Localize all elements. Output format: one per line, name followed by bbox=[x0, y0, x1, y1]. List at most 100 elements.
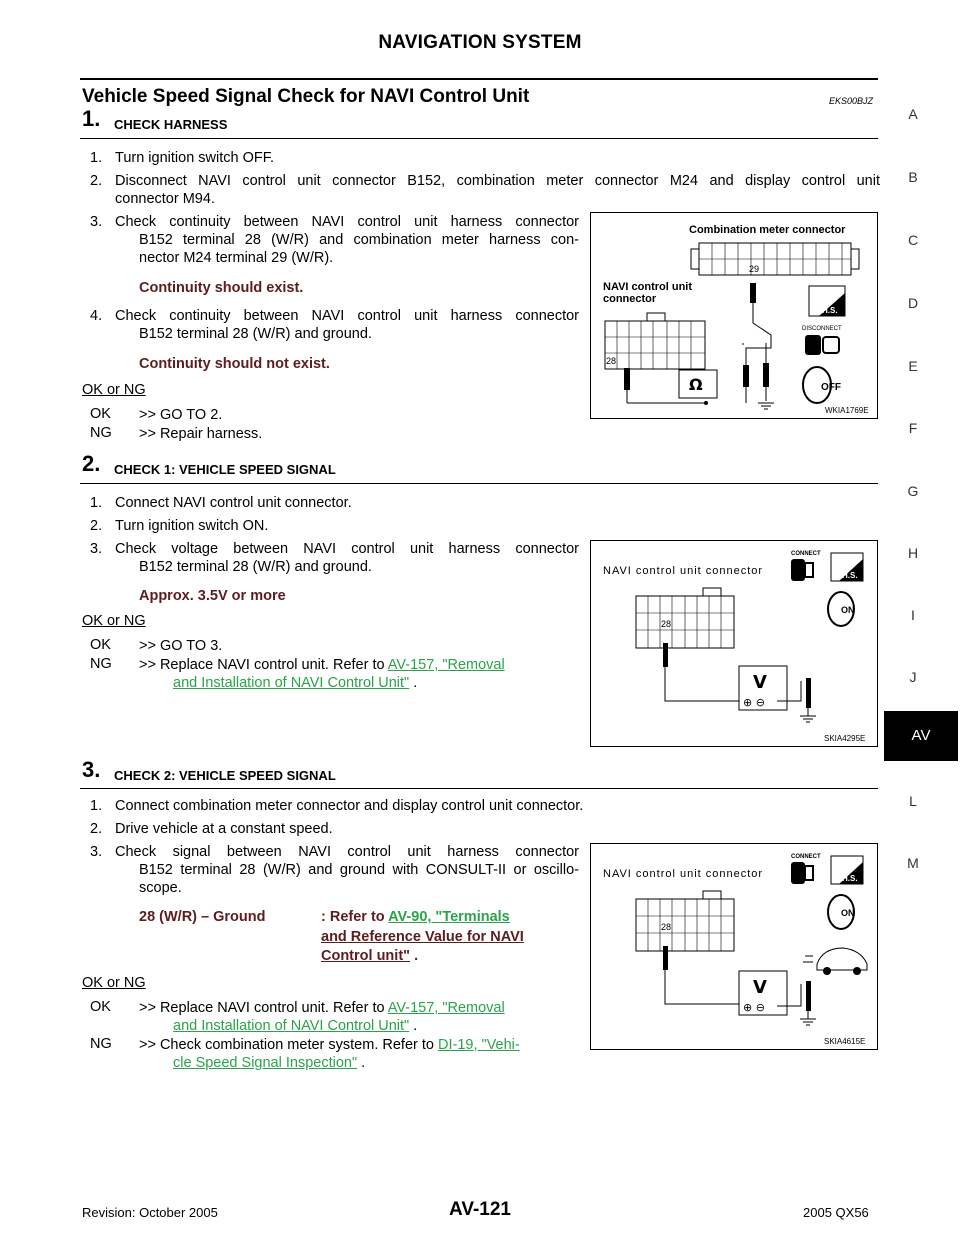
step2-item3-text2: B152 terminal 28 (W/R) and ground. bbox=[139, 559, 372, 575]
side-tab-active[interactable]: AV bbox=[884, 711, 958, 761]
fig3-volt-symbol: V bbox=[753, 977, 767, 998]
step1-item2-text2: connector M94. bbox=[115, 191, 215, 207]
step1-spec2: Continuity should not exist. bbox=[139, 356, 330, 372]
step3-ok-value: >> Replace NAVI control unit. Refer to A… bbox=[139, 999, 505, 1017]
side-letter-h[interactable]: H bbox=[907, 545, 919, 561]
fig3-label: NAVI control unit connector bbox=[603, 868, 763, 880]
step3-ng-text: >> Check combination meter system. Refer… bbox=[139, 1037, 434, 1053]
step3-spec-link-3[interactable]: Control unit" bbox=[321, 948, 411, 964]
header-rule bbox=[80, 78, 878, 80]
step3-ok-link-1[interactable]: AV-157, "Removal bbox=[387, 1000, 505, 1016]
step3-spec-right: : Refer to AV-90, "Terminals bbox=[321, 909, 510, 925]
step3-spec-link-2[interactable]: and Reference Value for NAVI bbox=[321, 929, 524, 945]
step2-item2-text: Turn ignition switch ON. bbox=[115, 518, 269, 534]
step3-ng-link-2[interactable]: cle Speed Signal Inspection" bbox=[173, 1055, 358, 1071]
fig2-term-28: 28 bbox=[661, 619, 671, 629]
step2-ng-link-1[interactable]: AV-157, "Removal bbox=[387, 657, 505, 673]
step3-okng: OK or NG bbox=[82, 975, 146, 991]
step2-ng-tail: . bbox=[413, 675, 418, 691]
step1-rule bbox=[80, 138, 878, 139]
side-letter-i[interactable]: I bbox=[911, 607, 915, 623]
step3-rule bbox=[80, 788, 878, 789]
step3-spec-left: 28 (W/R) – Ground bbox=[139, 909, 266, 925]
step3-ng-value: >> Check combination meter system. Refer… bbox=[139, 1036, 520, 1054]
svg-text:H.S.: H.S. bbox=[842, 571, 858, 580]
step3-ng-key: NG bbox=[90, 1036, 112, 1052]
step2-heading: CHECK 1: VEHICLE SPEED SIGNAL bbox=[114, 462, 336, 477]
side-letter-l[interactable]: L bbox=[909, 793, 917, 809]
step2-item3-text: Check voltage between NAVI control unit … bbox=[115, 541, 579, 557]
step3-spec-link-3-wrap: Control unit" . bbox=[321, 948, 418, 964]
step3-item2-text: Drive vehicle at a constant speed. bbox=[115, 821, 333, 837]
side-letter-a[interactable]: A bbox=[908, 106, 918, 122]
step3-item1-text: Connect combination meter connector and … bbox=[115, 798, 584, 814]
step2-ng-key: NG bbox=[90, 656, 112, 672]
step3-spec-mid: : Refer to bbox=[321, 909, 385, 925]
step3-item3-num: 3. bbox=[90, 844, 103, 860]
fig3-connector-icon bbox=[791, 862, 814, 884]
svg-text:H.S.: H.S. bbox=[822, 306, 838, 315]
step1-okng: OK or NG bbox=[82, 382, 146, 398]
fig1-connector-icon bbox=[805, 335, 840, 355]
side-letter-f[interactable]: F bbox=[908, 420, 918, 436]
step1-item3-text: Check continuity between NAVI control un… bbox=[115, 214, 579, 230]
step3-ok-value2: and Installation of NAVI Control Unit" . bbox=[173, 1017, 417, 1035]
section-code: EKS00BJZ bbox=[829, 96, 874, 106]
side-letter-c[interactable]: C bbox=[907, 232, 919, 248]
step1-item4-text2: B152 terminal 28 (W/R) and ground. bbox=[139, 326, 372, 342]
fig2-connector-icon bbox=[791, 559, 814, 581]
svg-text:ON: ON bbox=[841, 908, 855, 918]
step2-ng-link-2[interactable]: and Installation of NAVI Control Unit" bbox=[173, 675, 410, 691]
side-letter-e[interactable]: E bbox=[908, 358, 918, 374]
step2-item1-num: 1. bbox=[90, 495, 103, 511]
fig3-term-28: 28 bbox=[661, 922, 671, 932]
side-letter-g[interactable]: G bbox=[907, 483, 919, 499]
svg-text:ON: ON bbox=[841, 605, 855, 615]
step3-item3-text: Check signal between NAVI control unit h… bbox=[115, 844, 579, 860]
fig1-term-29: 29 bbox=[749, 264, 759, 274]
step1-item1-text: Turn ignition switch OFF. bbox=[115, 150, 275, 166]
fig2-key-on-icon: ON bbox=[827, 591, 855, 627]
fig2-connect-label: CONNECT bbox=[791, 551, 821, 557]
fig1-label-navi: NAVI control unit bbox=[603, 281, 692, 293]
step3-item3-text3: scope. bbox=[139, 880, 182, 896]
step3-ok-key: OK bbox=[90, 999, 111, 1015]
step1-ng-key: NG bbox=[90, 425, 112, 441]
step2-item2-num: 2. bbox=[90, 518, 103, 534]
svg-text:OFF: OFF bbox=[821, 382, 841, 393]
footer-revision: Revision: October 2005 bbox=[82, 1205, 218, 1220]
step3-item1-num: 1. bbox=[90, 798, 103, 814]
step2-number: 2. bbox=[82, 451, 101, 476]
fig1-label-meter: Combination meter connector bbox=[689, 224, 846, 236]
step3-item2-num: 2. bbox=[90, 821, 103, 837]
step1-item3-text3: nector M24 terminal 29 (W/R). bbox=[139, 250, 334, 266]
fig1-term-28: 28 bbox=[606, 356, 616, 366]
fig1-label-navi2: connector bbox=[603, 293, 657, 305]
figure-voltage-check: NAVI control unit connector 28 V ⊕ ⊖ CON… bbox=[590, 540, 878, 747]
page-header-title: NAVIGATION SYSTEM bbox=[378, 32, 582, 53]
step2-okng: OK or NG bbox=[82, 613, 146, 629]
step3-number: 3. bbox=[82, 757, 101, 782]
step3-ok-text: >> Replace NAVI control unit. Refer to bbox=[139, 1000, 385, 1016]
step2-item1-text: Connect NAVI control unit connector. bbox=[115, 495, 352, 511]
step3-ng-link-1[interactable]: DI-19, "Vehi- bbox=[438, 1037, 520, 1053]
step1-item2-text: Disconnect NAVI control unit connector B… bbox=[115, 173, 880, 189]
figure-harness-continuity: Combination meter connector 29 NAVI cont… bbox=[590, 212, 878, 419]
step3-ok-link-2[interactable]: and Installation of NAVI Control Unit" bbox=[173, 1018, 410, 1034]
side-letter-b[interactable]: B bbox=[908, 169, 918, 185]
svg-text:⊕ ⊖: ⊕ ⊖ bbox=[743, 696, 765, 709]
footer-model: 2005 QX56 bbox=[803, 1205, 869, 1220]
side-letter-m[interactable]: M bbox=[907, 855, 919, 871]
step3-spec-tail: . bbox=[414, 948, 419, 964]
fig1-disconnect-label: DISCONNECT bbox=[802, 326, 842, 332]
step3-spec-link-2-wrap: and Reference Value for NAVI bbox=[321, 929, 524, 945]
fig2-hs-icon: H.S. bbox=[830, 552, 864, 582]
fig2-label: NAVI control unit connector bbox=[603, 565, 763, 577]
step3-spec-link-1[interactable]: AV-90, "Terminals bbox=[388, 909, 510, 925]
side-letter-d[interactable]: D bbox=[907, 295, 919, 311]
step1-item4-num: 4. bbox=[90, 308, 103, 324]
side-letter-j[interactable]: J bbox=[909, 669, 917, 685]
svg-text:H.S.: H.S. bbox=[842, 874, 858, 883]
fig1-code: WKIA1769E bbox=[825, 406, 869, 415]
section-title: Vehicle Speed Signal Check for NAVI Cont… bbox=[82, 86, 530, 107]
